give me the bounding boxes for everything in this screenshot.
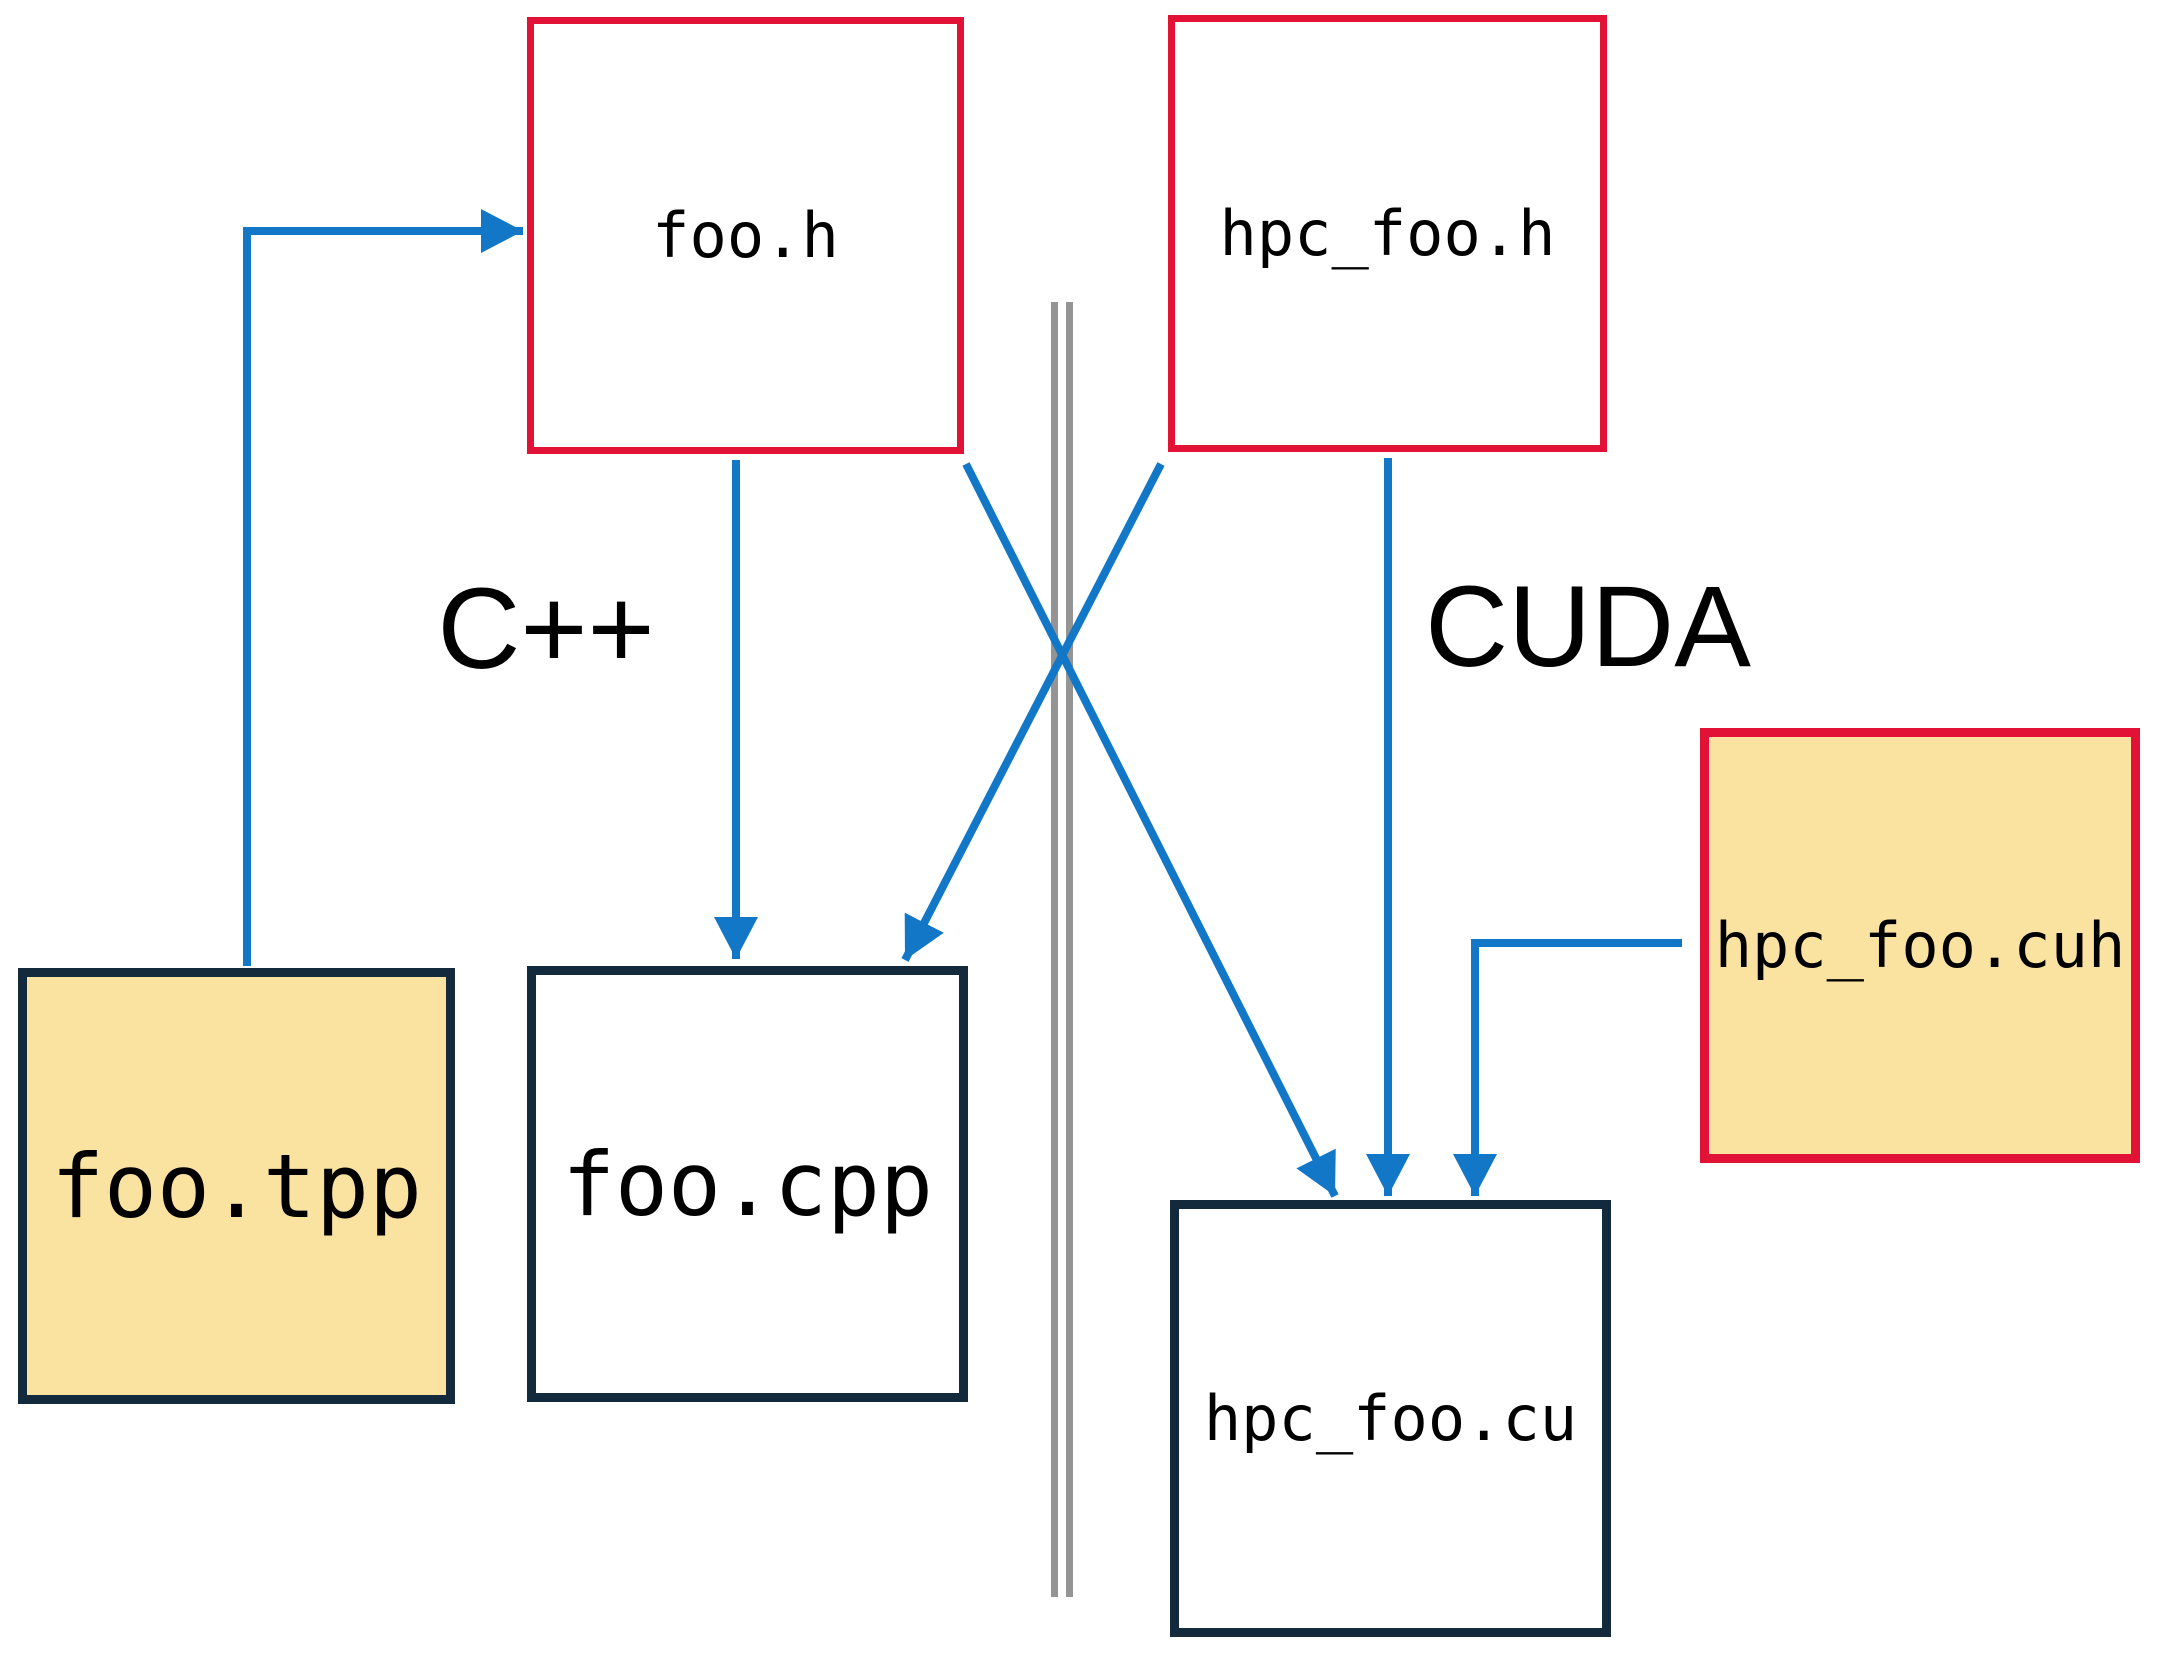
node-foo-tpp-label: foo.tpp [51,1134,422,1238]
node-hpc-foo-h: hpc_foo.h [1168,15,1607,452]
node-hpc-foo-cu-label: hpc_foo.cu [1203,1382,1578,1455]
arrow-hpc-foo-h-to-foo-cpp [901,462,1165,962]
node-hpc-foo-cuh: hpc_foo.cuh [1700,728,2140,1163]
node-hpc-foo-cu: hpc_foo.cu [1170,1200,1611,1637]
node-foo-tpp: foo.tpp [18,968,455,1404]
section-label-cuda: CUDA [1425,563,1751,691]
section-label-cpp: C++ [437,565,655,693]
node-hpc-foo-cuh-label: hpc_foo.cuh [1714,909,2126,982]
arrow-foo-tpp-to-foo-h [243,209,523,966]
arrow-foo-h-to-hpc-foo-cu [962,462,1339,1198]
node-foo-h: foo.h [527,17,964,454]
section-divider [1051,302,1073,1597]
divider-line-left [1051,302,1058,1597]
node-foo-h-label: foo.h [652,199,839,272]
divider-line-right [1066,302,1073,1597]
node-hpc-foo-h-label: hpc_foo.h [1219,197,1556,270]
node-foo-cpp: foo.cpp [527,966,968,1402]
node-foo-cpp-label: foo.cpp [562,1132,933,1236]
arrow-hpc-foo-cuh-to-hpc-foo-cu [1453,939,1682,1196]
